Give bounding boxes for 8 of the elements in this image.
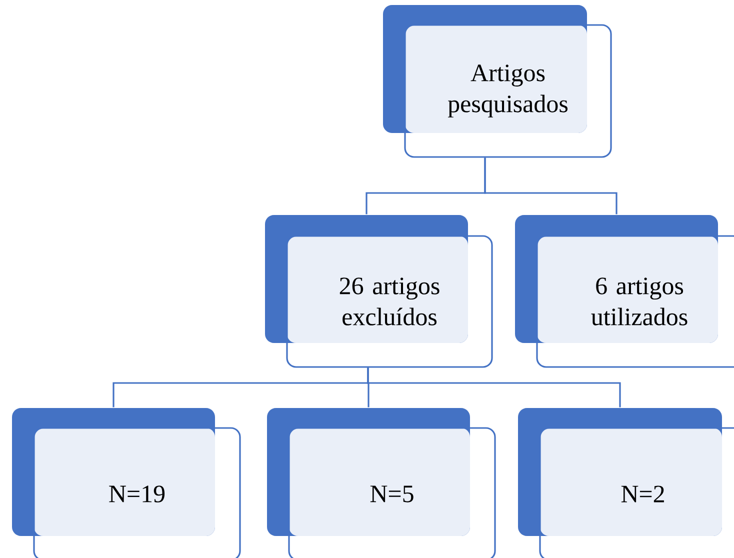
process-box: N=19 bbox=[12, 408, 241, 558]
process-box: N=2 bbox=[518, 408, 734, 558]
process-box: 26 artigos excluídos bbox=[265, 215, 493, 368]
connector-line bbox=[367, 368, 621, 408]
process-box: N=5 bbox=[267, 408, 496, 558]
process-box: 6 artigos utilizados bbox=[515, 215, 734, 368]
connector-line bbox=[484, 158, 618, 214]
process-box: Artigos pesquisados bbox=[383, 5, 612, 158]
